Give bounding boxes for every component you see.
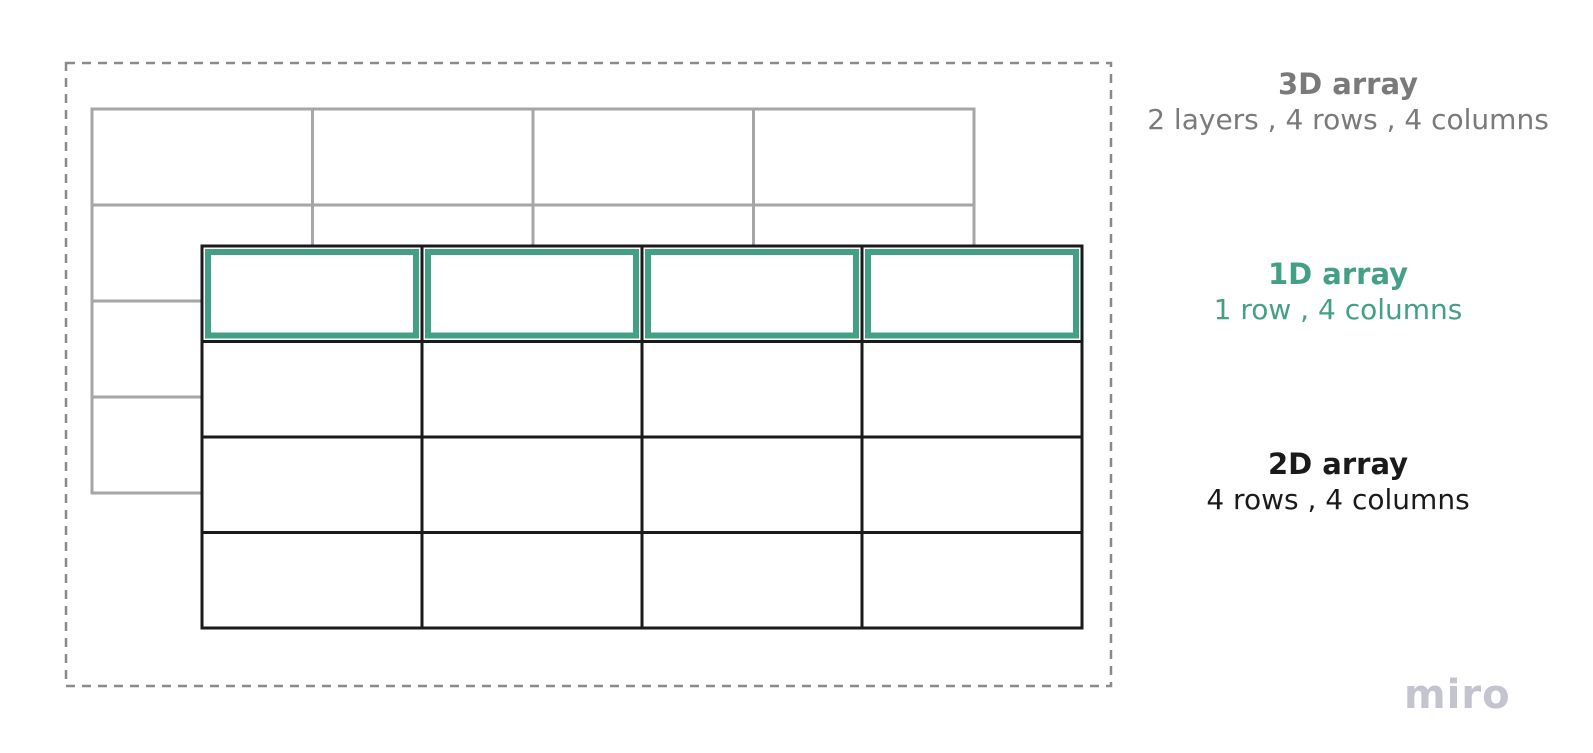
front-layer-cell [640, 244, 864, 343]
label-2d-array: 2D array 4 rows , 4 columns [1128, 446, 1548, 518]
front-layer-cell [860, 531, 1084, 630]
back-layer-cell [311, 107, 535, 207]
back-layer-cell [531, 107, 755, 207]
front-layer-cell [860, 435, 1084, 534]
front-layer-cell [640, 340, 864, 439]
front-layer-cell [420, 435, 644, 534]
label-2d-subtitle: 4 rows , 4 columns [1206, 483, 1470, 516]
back-layer-cell [90, 107, 314, 207]
highlighted-cell [205, 249, 419, 339]
highlighted-cell [425, 249, 639, 339]
label-3d-subtitle: 2 layers , 4 rows , 4 columns [1147, 103, 1549, 136]
label-3d-array: 3D array 2 layers , 4 rows , 4 columns [1138, 66, 1558, 138]
label-2d-title: 2D array [1267, 447, 1409, 481]
front-layer-cell [200, 244, 424, 343]
front-layer-cell [200, 340, 424, 439]
label-1d-subtitle: 1 row , 4 columns [1213, 293, 1463, 326]
front-layer-cell [860, 244, 1084, 343]
highlighted-cell [645, 249, 859, 339]
front-layer-grid [200, 244, 1084, 630]
dashed-boundary [64, 61, 1113, 688]
label-1d-title: 1D array [1267, 257, 1409, 291]
miro-logo: miro [1404, 672, 1511, 718]
highlighted-row [205, 249, 1079, 339]
label-3d-title: 3D array [1277, 67, 1419, 101]
front-layer-cell [200, 531, 424, 630]
front-layer-cell [640, 435, 864, 534]
front-layer-cell [640, 531, 864, 630]
highlighted-cell [865, 249, 1079, 339]
back-layer-cell [752, 107, 976, 207]
front-layer-cell [420, 340, 644, 439]
front-layer-cell [420, 531, 644, 630]
front-layer-cell [420, 244, 644, 343]
front-layer-cell [200, 435, 424, 534]
front-layer-cell [860, 340, 1084, 439]
label-1d-array: 1D array 1 row , 4 columns [1128, 256, 1548, 328]
